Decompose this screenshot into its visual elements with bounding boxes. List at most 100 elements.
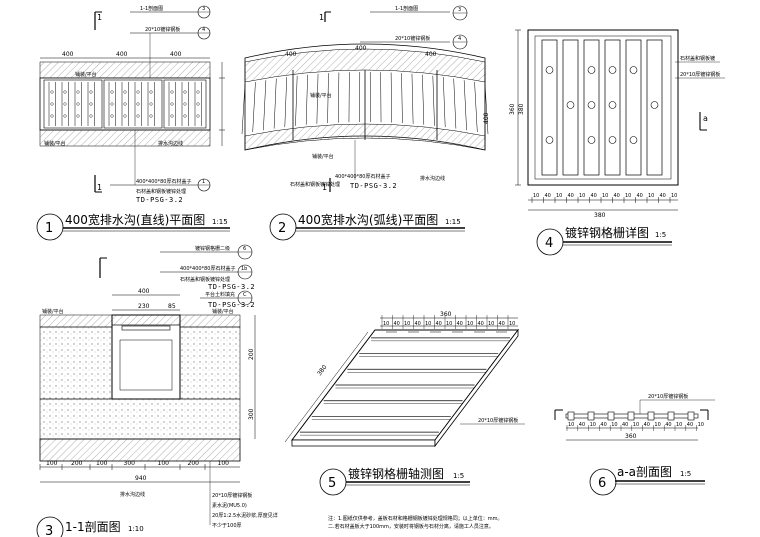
grate-panel <box>103 79 163 129</box>
grate-bolt <box>123 102 127 106</box>
grate-bar <box>541 39 558 176</box>
note-line-2: 二.若石材盖板大于100mm，安装时将钢板与石材分离，请施工人员注意。 <box>328 523 494 530</box>
view-scale: 1:5 <box>655 231 666 239</box>
dim-tick-label: 10 <box>602 193 608 199</box>
section-mark-bottom: 1 <box>322 183 327 192</box>
grate-bolt <box>50 102 54 106</box>
dim-tick-label: 40 <box>545 193 551 199</box>
grate-bolt <box>50 90 54 94</box>
callout-steel-plate: 20*10厚镀锌钢板 <box>478 417 518 424</box>
grate-bar <box>305 74 308 125</box>
grate-bar <box>484 83 489 135</box>
dim-side: 400 <box>483 112 490 124</box>
dim-tick-label: 40 <box>637 193 643 199</box>
grate-bar <box>583 39 600 176</box>
grate-bar <box>463 80 467 131</box>
view-number: 3 <box>45 524 53 537</box>
gravel-base <box>39 438 241 462</box>
view-title: a-a剖面图 <box>617 465 672 479</box>
dim-top: 400 <box>355 45 367 52</box>
grate-bolt <box>63 90 67 94</box>
paving-right <box>179 314 241 328</box>
view-title: 400宽排水沟(直线)平面图 <box>65 212 205 227</box>
grate-bolt <box>136 102 140 106</box>
grate-bar <box>401 73 403 124</box>
callout-bubble-number: 3 <box>458 7 461 13</box>
callout-steel-plate: 20*10厚镀锌钢板 <box>680 71 720 78</box>
dim-tick-label: 10 <box>509 321 515 327</box>
dim-tick-label: 40 <box>579 422 585 428</box>
view-title: 1-1剖面图 <box>65 520 121 534</box>
drain-edge-label: 排水沟边线 <box>420 175 445 182</box>
section-mark-a: a <box>703 114 708 123</box>
grate-bar <box>453 78 457 129</box>
dim-tick-label: 10 <box>404 321 410 327</box>
grate-bar <box>252 81 256 133</box>
callout-stone-cover: 400*400*80厚石材盖子 <box>136 178 191 185</box>
paving-band-top <box>39 61 211 79</box>
drain-channel <box>39 77 211 131</box>
grate-hole <box>650 101 659 109</box>
view-title: 镀锌钢格栅详图 <box>565 225 649 240</box>
view-number: 5 <box>328 476 336 491</box>
grate-bar <box>284 77 287 128</box>
grate-bolt <box>89 102 93 106</box>
view-scale: 1:5 <box>453 472 464 480</box>
stone-cover-section <box>111 314 181 326</box>
grate-bolt <box>196 90 200 94</box>
grate-bar <box>390 72 392 123</box>
paving-label: 铺装/平台 <box>310 92 332 99</box>
grate-bar <box>646 39 663 176</box>
grate-bar <box>562 39 579 176</box>
grate-bolt <box>123 90 127 94</box>
grate-section <box>121 325 171 331</box>
callout-fill: 平台土料填充 <box>205 291 235 298</box>
dim-tick-label: 10 <box>611 422 617 428</box>
grate-hole <box>608 66 617 74</box>
grate-bar <box>443 77 446 128</box>
grate-frame <box>527 29 679 186</box>
view-number-bubble <box>269 213 297 241</box>
grate-bar-section <box>587 411 595 421</box>
callout-stone-cover: 400*400*80厚石材盖子 <box>335 173 390 180</box>
dim-bottom-label: 200 <box>71 460 83 467</box>
drain-edge-label: 排水沟边线 <box>120 491 145 498</box>
section-mark-bottom: 1 <box>97 183 102 192</box>
grate-bar <box>327 73 329 124</box>
grate-bar <box>273 78 277 129</box>
dim-total: 360 <box>440 311 452 318</box>
dim-tick-label: 10 <box>425 321 431 327</box>
callout-stone-cover: 400*400*80厚石材盖子 <box>180 265 235 272</box>
note-line-1: 注：1.图纸仅供参考，盖板石材和格栅钢板镀锌处理规格同；以上单位：mm。 <box>328 515 503 522</box>
grate-bar <box>263 80 267 131</box>
paving-label: 铺装/平台 <box>75 71 97 78</box>
dim-tick-label: 40 <box>499 321 505 327</box>
paving-left <box>39 314 113 328</box>
dim-side-outer: 380 <box>518 103 525 115</box>
dim-sub-2: 85 <box>168 303 176 310</box>
view-scale: 1:5 <box>680 470 691 478</box>
grate-hole <box>545 66 554 74</box>
dim-total: 940 <box>135 475 147 482</box>
dim-top: 400 <box>425 51 437 58</box>
dim-tick-label: 10 <box>590 422 596 428</box>
grate-bolt <box>170 114 174 118</box>
paving-label-2: 铺装/平台 <box>312 153 334 160</box>
dim-tick-label: 10 <box>648 193 654 199</box>
view-3-section-1-1: 镀锌钢格栅二级 6 400*400*80厚石材盖子 1b 石材盖和钢板镀锌处理 … <box>36 244 278 537</box>
grate-bolt <box>149 102 153 106</box>
dim-top: 400 <box>116 51 128 58</box>
grate-bar-section <box>567 411 575 421</box>
paving-band-bottom <box>39 129 211 147</box>
grate-bolt <box>136 114 140 118</box>
detail-code: TD-PSG-3.2 <box>136 196 183 204</box>
dim-tick-label: 40 <box>665 422 671 428</box>
callout-1-1-section: 1-1剖面图 <box>395 5 418 12</box>
concrete-wall-right <box>179 326 241 400</box>
